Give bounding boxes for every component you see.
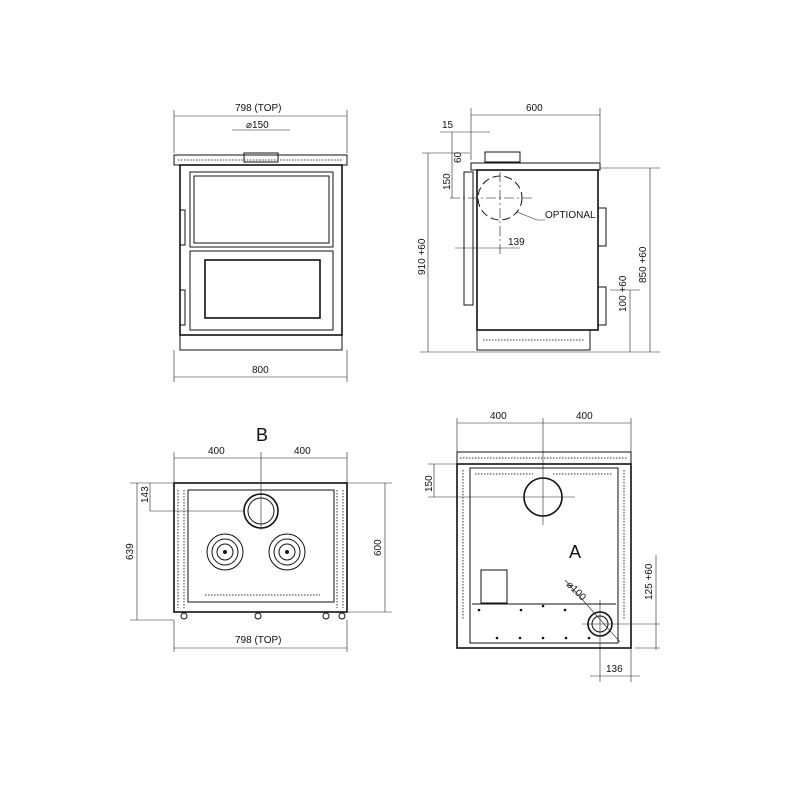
- rear-view-label: A: [569, 542, 581, 562]
- hotplate-left: [206, 533, 244, 571]
- side-depth: 600: [526, 103, 543, 114]
- rear-right-half: 400: [576, 411, 593, 422]
- side-offset-60: 60: [453, 151, 464, 163]
- rear-left-half: 400: [490, 411, 507, 422]
- top-depth-639: 639: [125, 543, 136, 560]
- hotplate-right: [268, 533, 306, 571]
- rear-offset-150: 150: [424, 475, 435, 492]
- top-offset-143: 143: [140, 486, 151, 503]
- front-flue-diameter: ⌀150: [246, 120, 269, 131]
- front-base-width: 800: [252, 365, 269, 376]
- rear-height-125: 125 +60: [644, 563, 655, 600]
- front-top-width: 798 (TOP): [235, 103, 282, 114]
- side-view: 600 15 60 150 910 +60 OPTIONAL 139 850 +…: [417, 103, 660, 353]
- rear-offset-136: 136: [606, 664, 623, 675]
- front-view: 798 (TOP) ⌀150 800: [173, 103, 348, 382]
- top-width-top: 798 (TOP): [235, 635, 282, 646]
- top-left-half: 400: [208, 446, 225, 457]
- top-depth-600: 600: [373, 539, 384, 556]
- side-offset-139: 139: [508, 237, 525, 248]
- rear-inlet-diameter: ⌀100: [564, 579, 588, 603]
- side-height-100: 100 +60: [618, 275, 629, 312]
- side-offset-150: 150: [442, 173, 453, 190]
- top-right-half: 400: [294, 446, 311, 457]
- top-view: B 400 400 639 143 600 798 (TOP): [125, 425, 392, 652]
- side-height-850: 850 +60: [638, 246, 649, 283]
- side-offset-15: 15: [442, 120, 454, 131]
- rear-view: 400 400 150 A ⌀100 125 +60 136: [424, 411, 660, 682]
- side-optional-label: OPTIONAL: [545, 210, 596, 221]
- side-height-total: 910 +60: [417, 238, 428, 275]
- top-view-label: B: [256, 425, 268, 445]
